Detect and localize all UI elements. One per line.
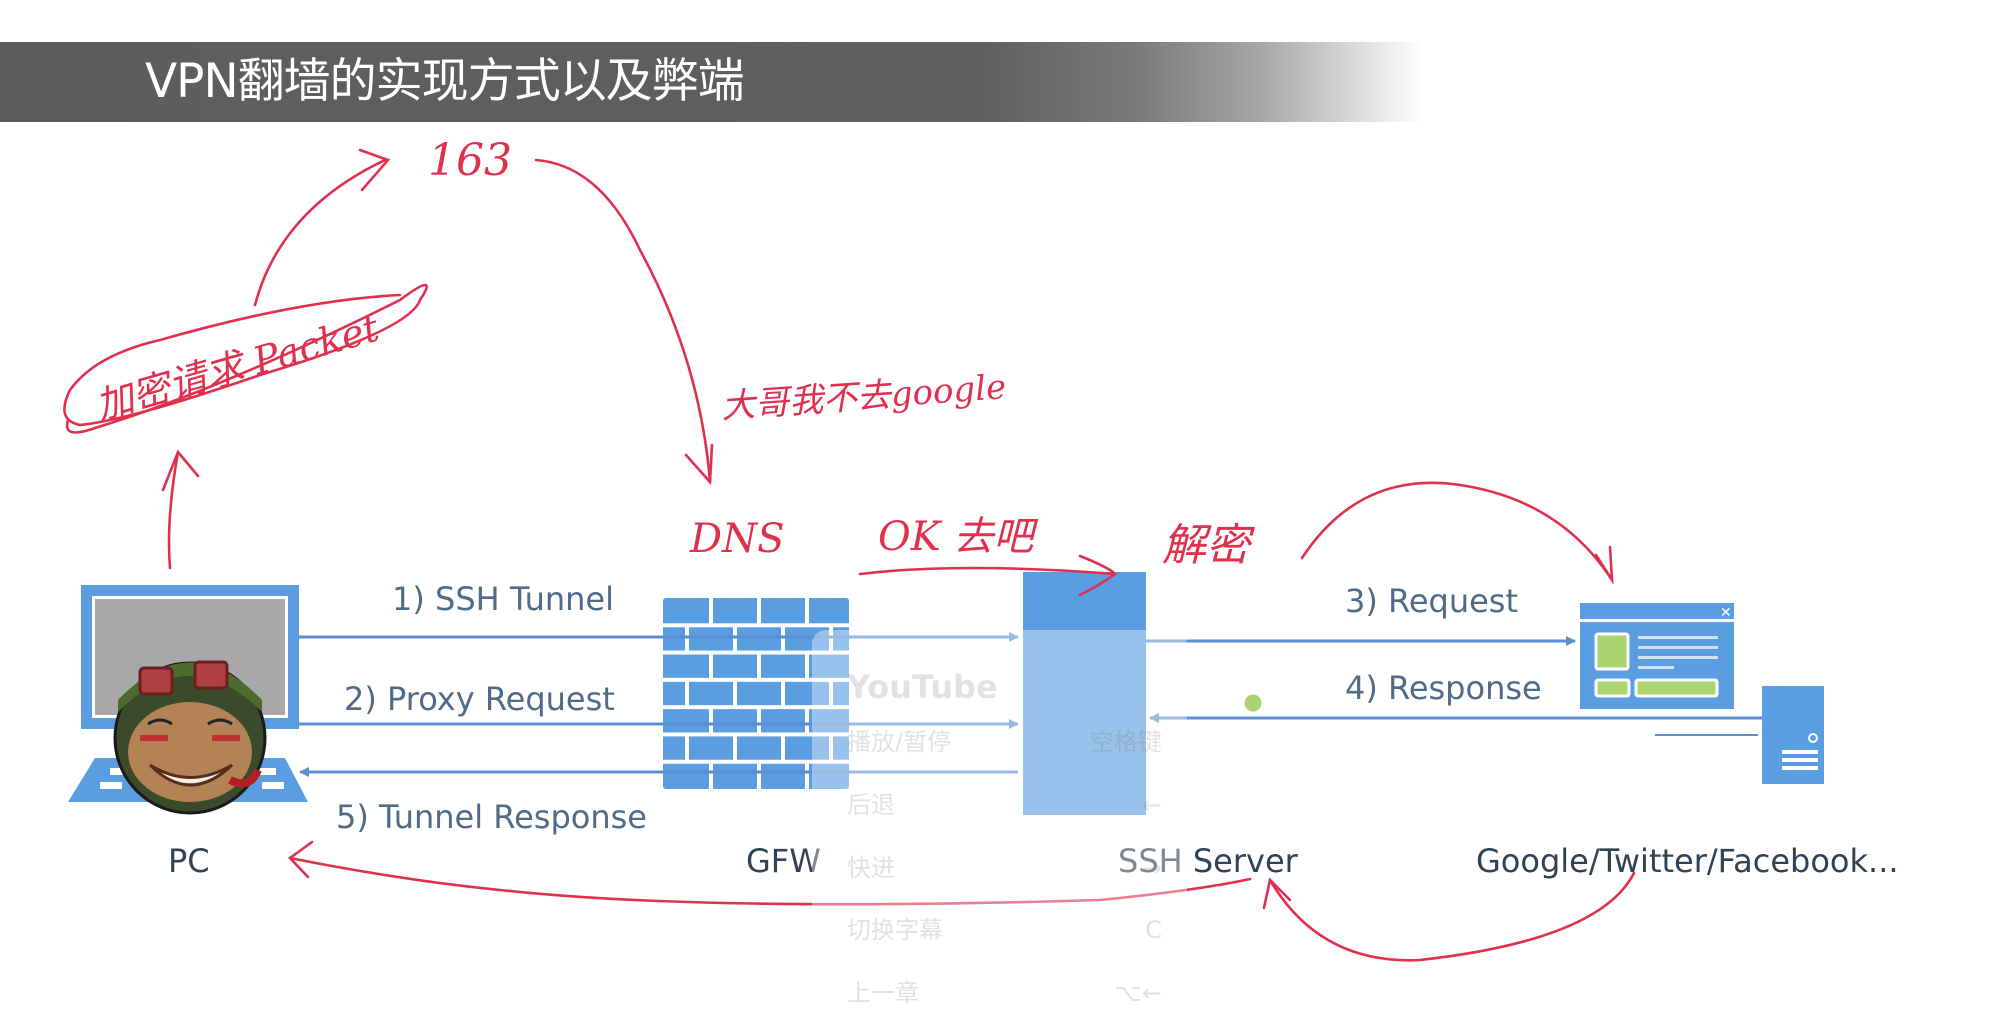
ok-arrow: [858, 566, 1117, 576]
brick-mortar-joint: [757, 598, 761, 626]
shortcut-row: 后退 ←: [847, 785, 1162, 825]
shortcut-action: 切换字幕: [847, 916, 943, 944]
server-to-site-head: [1594, 545, 1614, 585]
remote-server-icon: [1762, 686, 1824, 784]
shortcut-key: ←: [1141, 791, 1162, 819]
brick-mortar-joint: [733, 679, 737, 708]
brick-mortar-joint: [805, 707, 809, 735]
gfw-label: GFW: [746, 842, 821, 880]
sites-label: Google/Twitter/Facebook...: [1476, 842, 1899, 880]
brick-mortar-row: [663, 677, 849, 682]
brick-mortar-joint: [757, 707, 761, 735]
brick-mortar-row: [663, 705, 849, 710]
step-2-label: 2) Proxy Request: [344, 680, 615, 718]
brick-mortar-row: [663, 732, 849, 737]
step-1-label: 1) SSH Tunnel: [392, 580, 614, 618]
shortcut-row: 播放/暂停 空格键: [847, 722, 1162, 762]
brick-mortar-joint: [709, 761, 713, 789]
up-arrow: [167, 450, 180, 570]
ssh-server-icon: [1023, 572, 1265, 815]
packet-annotation: 加密请求 Packet: [90, 305, 384, 428]
packet-to-163-head: [358, 148, 391, 192]
player-shortcut-overlay: YouTube 播放/暂停 空格键 后退 ← 快进 → 切换字幕 C 上一章 ⌥…: [812, 630, 1187, 1030]
server-to-pc-arrow: [288, 856, 1252, 906]
title-bar: [0, 42, 1580, 122]
brick-mortar-joint: [733, 734, 737, 762]
packet-ellipse: [63, 283, 428, 434]
brick-mortar-joint: [829, 625, 833, 653]
shortcut-action: 上一章: [847, 979, 919, 1007]
163-to-dns-arrow: [534, 158, 712, 484]
server-to-site-arrow: [1300, 481, 1614, 582]
brick-mortar-joint: [757, 652, 761, 680]
brick-mortar-joint: [805, 598, 809, 626]
packet-to-163-arrow: [253, 158, 387, 307]
dns-annotation: DNS: [689, 516, 784, 562]
ssh-server-label: SSH Server: [1118, 842, 1299, 880]
step-5-label: 5) Tunnel Response: [336, 798, 647, 836]
brick-mortar-joint: [829, 734, 833, 762]
shortcut-key: ⌥←: [1114, 979, 1162, 1007]
brick-mortar-joint: [685, 734, 689, 762]
step-4-label: 4) Response: [1345, 669, 1542, 707]
site-163-annotation: 163: [428, 135, 512, 186]
brick-mortar-joint: [781, 679, 785, 708]
avatar: [113, 660, 267, 815]
brick-mortar-joint: [805, 761, 809, 789]
shortcut-row: 切换字幕 C: [847, 910, 1162, 950]
shortcut-key: 空格键: [1090, 728, 1162, 756]
annotation-strokes: [63, 148, 1636, 962]
shortcut-action: 后退: [847, 791, 895, 819]
step-3-label: 3) Request: [1345, 582, 1518, 620]
pc-label: PC: [168, 842, 210, 880]
shortcut-action: 播放/暂停: [847, 728, 952, 756]
brick-mortar-joint: [733, 625, 737, 653]
up-arrow-head: [161, 449, 200, 492]
site-to-server-arrow: [1268, 871, 1636, 962]
163-to-dns-head: [684, 443, 714, 486]
slide-title: VPN翻墙的实现方式以及弊端: [145, 54, 745, 109]
brick-mortar-joint: [757, 761, 761, 789]
brick-mortar-joint: [709, 652, 713, 680]
close-icon: ✕: [1720, 605, 1732, 621]
shortcut-key: C: [1145, 916, 1162, 944]
shortcut-key: →: [1141, 854, 1162, 882]
decrypt-annotation: 解密: [1162, 520, 1255, 571]
shortcut-row: 快进 →: [847, 848, 1162, 888]
brick-mortar-joint: [685, 679, 689, 708]
brick-mortar-row: [663, 623, 849, 628]
brick-mortar-joint: [781, 734, 785, 762]
brick-mortar-joint: [685, 625, 689, 653]
dns-note-annotation: 大哥我不去google: [720, 367, 1008, 427]
brick-mortar-joint: [709, 598, 713, 626]
shortcut-action: 快进: [847, 854, 895, 882]
brick-mortar-joint: [709, 707, 713, 735]
ok-arrow-head: [1078, 554, 1117, 597]
brick-mortar-joint: [781, 625, 785, 653]
website-window-icon: ✕: [1580, 603, 1734, 709]
youtube-logo-text: YouTube: [847, 668, 998, 706]
brick-mortar-joint: [805, 652, 809, 680]
brick-mortar-row: [663, 759, 849, 764]
brick-mortar-row: [663, 650, 849, 655]
site-to-server-head: [1262, 877, 1292, 910]
server-to-pc-head: [288, 840, 314, 879]
brick-mortar-joint: [829, 679, 833, 708]
ok-annotation: OK 去吧: [878, 514, 1038, 560]
firewall-icon: [663, 598, 849, 789]
shortcut-row: 上一章 ⌥←: [847, 973, 1162, 1013]
